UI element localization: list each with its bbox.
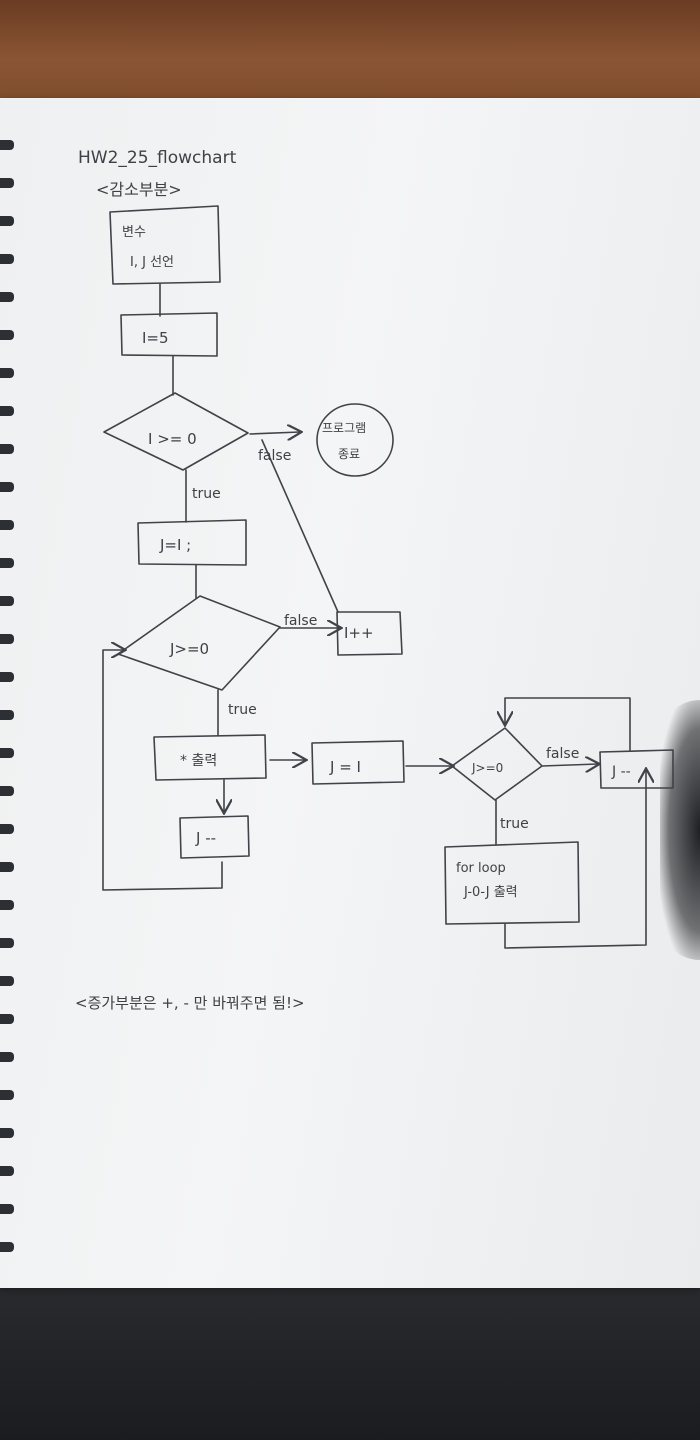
page-shadow bbox=[660, 700, 700, 960]
assign-i-label: I=5 bbox=[142, 329, 169, 347]
page-subtitle: <감소부분> bbox=[96, 180, 182, 199]
spiral-ring bbox=[0, 672, 14, 682]
spiral-ring bbox=[0, 406, 14, 416]
spiral-ring bbox=[0, 634, 14, 644]
edge-cond-j2-false bbox=[541, 764, 598, 766]
assign-j-node: J=I ; bbox=[137, 519, 247, 566]
for-loop-node: for loop J-0-J 출력 bbox=[444, 841, 580, 925]
dec-j-node: J -- bbox=[179, 815, 250, 859]
edge-label-false-2: false bbox=[284, 613, 317, 629]
spiral-ring bbox=[0, 330, 14, 340]
spiral-ring bbox=[0, 824, 14, 834]
spiral-ring bbox=[0, 140, 14, 150]
cond-j-label: J>=0 bbox=[169, 640, 209, 658]
print-star-label: * 출력 bbox=[180, 753, 217, 769]
end-label-1: 프로그램 bbox=[322, 421, 366, 435]
dark-table-bottom bbox=[0, 1270, 700, 1440]
inc-i-node: I++ bbox=[336, 611, 403, 656]
inc-i-label: I++ bbox=[344, 624, 374, 642]
edge-loop-back-to-cond-j bbox=[102, 650, 223, 891]
spiral-ring bbox=[0, 1166, 14, 1176]
edge-label-true-2: true bbox=[228, 702, 257, 718]
spiral-ring bbox=[0, 710, 14, 720]
spiral-ring bbox=[0, 1204, 14, 1214]
spiral-ring bbox=[0, 368, 14, 378]
dec-j-label: J -- bbox=[195, 829, 216, 847]
print-star-node: * 출력 bbox=[153, 734, 267, 781]
spiral-ring bbox=[0, 1052, 14, 1062]
assign-i-node: I=5 bbox=[120, 312, 218, 357]
spiral-ring bbox=[0, 254, 14, 264]
spiral-ring bbox=[0, 520, 14, 530]
for-loop-label-2: J-0-J 출력 bbox=[463, 885, 518, 900]
footer-note: <증가부분은 +, - 만 바꿔주면 됨!> bbox=[75, 994, 305, 1012]
dec-j2-label: J -- bbox=[611, 764, 631, 780]
edge-label-true-3: true bbox=[500, 816, 529, 832]
edge-cond-i-false bbox=[249, 432, 300, 434]
spiral-ring bbox=[0, 1090, 14, 1100]
spiral-ring bbox=[0, 292, 14, 302]
spiral-ring bbox=[0, 786, 14, 796]
spiral-ring bbox=[0, 862, 14, 872]
edge-label-true-1: true bbox=[192, 486, 221, 502]
edge-label-false-1: false bbox=[258, 448, 291, 464]
edge-for-loop-to-dec-j2 bbox=[504, 770, 646, 949]
declare-label-2: I, J 선언 bbox=[130, 255, 174, 270]
page-title: HW2_25_flowchart bbox=[78, 148, 237, 168]
dec-j2-node: J -- bbox=[599, 749, 674, 789]
wooden-table-top bbox=[0, 0, 700, 110]
spiral-ring bbox=[0, 900, 14, 910]
declare-label-1: 변수 bbox=[122, 225, 146, 240]
spiral-ring bbox=[0, 596, 14, 606]
spiral-ring bbox=[0, 178, 14, 188]
notebook-page bbox=[0, 98, 700, 1288]
end-label-2: 종료 bbox=[338, 447, 360, 461]
spiral-ring bbox=[0, 444, 14, 454]
spiral-ring bbox=[0, 1242, 14, 1252]
spiral-ring bbox=[0, 1128, 14, 1138]
assign-j-label: J=I ; bbox=[159, 536, 191, 554]
cond-i-node: I >= 0 bbox=[103, 392, 249, 471]
edge-inc-back-to-cond-i bbox=[261, 439, 339, 613]
cond-j-node: J>=0 bbox=[117, 595, 281, 691]
spiral-ring bbox=[0, 558, 14, 568]
edge-label-false-3: false bbox=[546, 746, 579, 762]
declare-node: 변수 I, J 선언 bbox=[109, 205, 221, 285]
edge-dec-j2-back-to-cond-j2 bbox=[505, 697, 631, 751]
end-node: 프로그램 종료 bbox=[316, 403, 394, 477]
for-loop-label-1: for loop bbox=[456, 861, 506, 876]
cond-i-label: I >= 0 bbox=[148, 430, 197, 448]
spiral-ring bbox=[0, 748, 14, 758]
cond-j2-node: J>=0 bbox=[451, 727, 543, 801]
assign-j2-label: J = I bbox=[329, 758, 361, 776]
spiral-ring bbox=[0, 482, 14, 492]
cond-j2-label: J>=0 bbox=[471, 761, 503, 775]
spiral-ring bbox=[0, 938, 14, 948]
spiral-ring bbox=[0, 1014, 14, 1024]
spiral-ring bbox=[0, 976, 14, 986]
spiral-ring bbox=[0, 216, 14, 226]
assign-j2-node: J = I bbox=[311, 740, 405, 785]
